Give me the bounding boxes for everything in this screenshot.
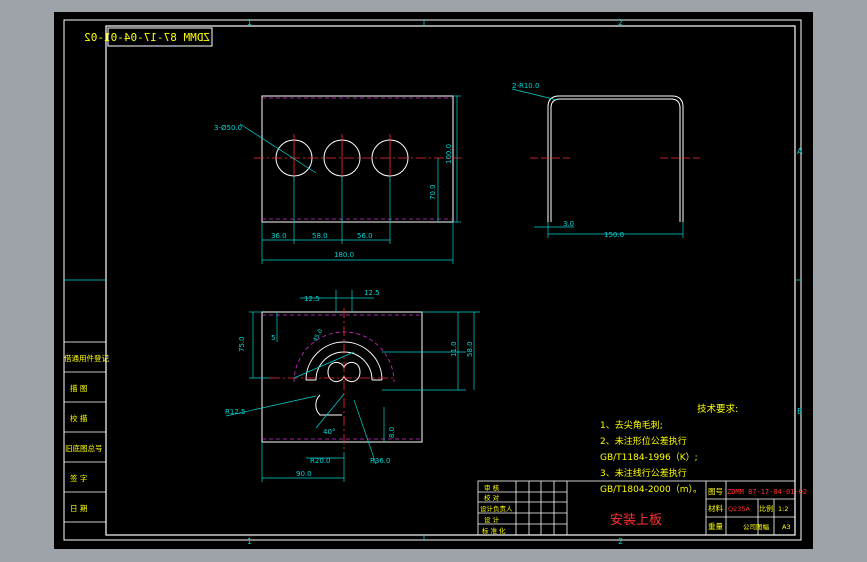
front-view: 3-Ø50.0 100.0 70.0 36.0 58.0 56.0 180.0 [214, 95, 464, 264]
plan-dim-angle: 40° [323, 428, 335, 436]
front-dim-b: 58.0 [312, 232, 328, 240]
stamp-row-3: 校 描 [70, 413, 88, 423]
code-box [107, 27, 213, 47]
plan-dim-right-a: 11.0 [450, 341, 458, 357]
tb-company: 公司图幅 [743, 522, 770, 531]
plan-dim-left-height: 75.0 [238, 336, 246, 352]
tb-label-review: 审 核 [484, 483, 500, 492]
stamp-row-6: 日 期 [70, 504, 87, 513]
stamp-row-5: 签 字 [70, 473, 87, 483]
tb-material: Q235A [728, 505, 751, 513]
title-block [477, 480, 796, 536]
note-line-1: 1、去尖角毛刺; [600, 419, 663, 431]
front-dim-hole-height: 70.0 [429, 184, 437, 200]
tb-title: 安装上板 [610, 513, 662, 528]
cad-viewport[interactable]: 1 2 1 2 A B ZDMM 87-17-04-01-02 [54, 12, 813, 549]
plan-dim-left-small: 5 [271, 334, 275, 342]
tb-drawing-no-label: 图号 [708, 487, 723, 496]
front-dim-a: 36.0 [271, 232, 287, 240]
stamp-row-4: 旧底图总号 [65, 443, 103, 453]
tb-label-standard: 标 准 化 [482, 526, 506, 535]
tb-drawing-no: ZDMM 87-17-04-01-02 [727, 488, 807, 496]
plan-dim-diag: 45.0 [312, 328, 325, 343]
inner-frame [105, 25, 796, 536]
zone-bottom-2: 2 [618, 537, 623, 546]
plan-view: 12.5 12.5 75.0 5 11.0 58.0 45.0 R12.5 R2… [225, 289, 480, 482]
tb-label-design-lead: 设计负责人 [480, 504, 513, 513]
stamp-row-2: 描 图 [70, 383, 87, 393]
plan-dim-top-b: 12.5 [364, 289, 380, 297]
side-radius-callout: 2-R10.0 [512, 82, 539, 90]
side-dim-width: 150.0 [604, 231, 624, 239]
zone-right-b: B [797, 407, 803, 416]
left-stamp [63, 341, 107, 523]
front-dim-height: 100.0 [445, 144, 453, 164]
side-view: 2-R10.0 3.0 150.0 [511, 82, 700, 239]
zone-top-1: 1 [247, 18, 252, 27]
plan-dim-r-inner: R20.0 [310, 457, 330, 465]
notes-heading: 技术要求: [697, 403, 738, 415]
note-line-5: GB/T1804-2000（m）。 [600, 484, 702, 495]
plan-dim-r-left: R12.5 [225, 408, 245, 416]
stamp-row-1: 借通用件登记 [64, 353, 109, 363]
tb-label-design: 设 计 [484, 515, 500, 524]
front-dim-total: 180.0 [334, 251, 354, 259]
tb-weight-label: 重量 [708, 522, 723, 531]
tb-label-proof: 校 对 [484, 493, 500, 502]
front-hole-callout: 3-Ø50.0 [214, 124, 242, 132]
plan-dim-slot: 8.0 [388, 427, 396, 438]
side-dim-thickness: 3.0 [563, 220, 574, 228]
note-line-3: GB/T1184-1996（K）; [600, 452, 698, 463]
plan-dim-right-b: 58.0 [466, 341, 474, 357]
zone-right-a: A [797, 147, 803, 156]
zone-bottom-1: 1 [247, 537, 252, 546]
plan-dim-r-bottom: R36.0 [370, 457, 390, 465]
note-line-2: 2、未注形位公差执行 [600, 435, 687, 447]
plan-dim-top-a: 12.5 [304, 295, 320, 303]
tb-material-label: 材料 [708, 503, 723, 513]
technical-notes: 技术要求: 1、去尖角毛刺; 2、未注形位公差执行 GB/T1184-1996（… [600, 403, 738, 495]
front-dim-c: 56.0 [357, 232, 373, 240]
mirrored-drawing-code: ZDMM 87-17-04-01-02 [84, 31, 210, 44]
plan-dim-bottom: 90.0 [296, 470, 312, 478]
note-line-4: 3、未注线行公差执行 [600, 467, 687, 479]
tb-scale: 1:2 [778, 505, 788, 513]
tb-scale-label: 比例 [759, 504, 773, 513]
zone-top-2: 2 [618, 18, 623, 27]
tb-sheet-size: A3 [782, 523, 791, 531]
drawing-sheet: 1 2 1 2 A B ZDMM 87-17-04-01-02 [63, 18, 807, 546]
